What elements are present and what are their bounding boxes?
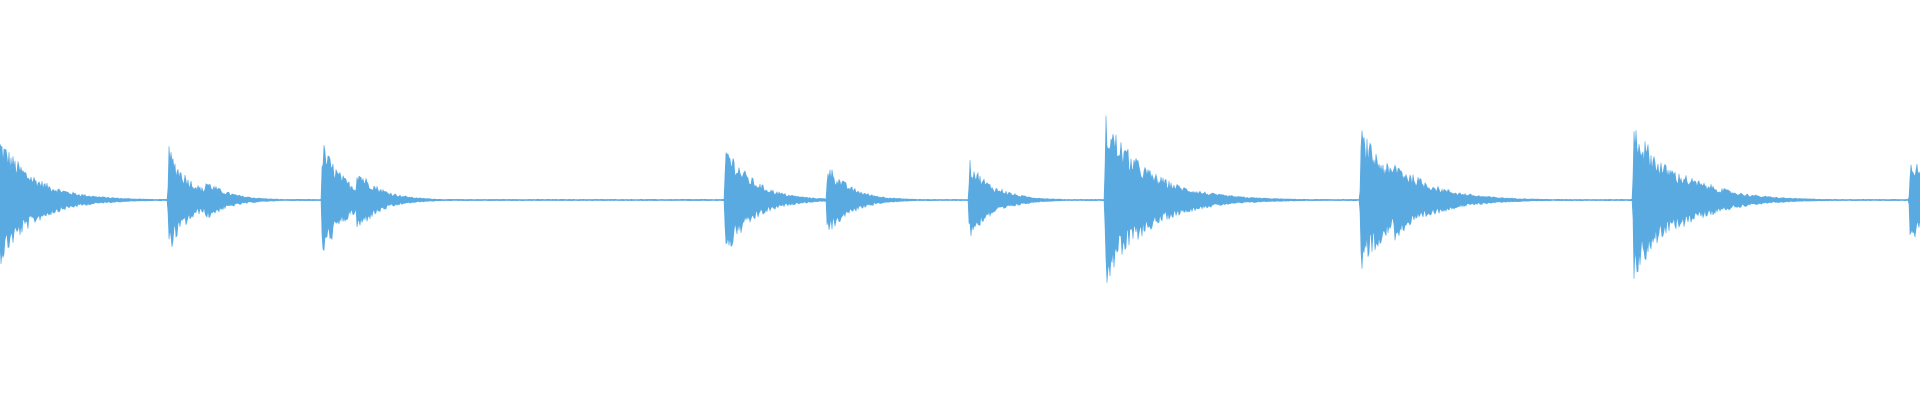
waveform-signal [0, 115, 1920, 283]
